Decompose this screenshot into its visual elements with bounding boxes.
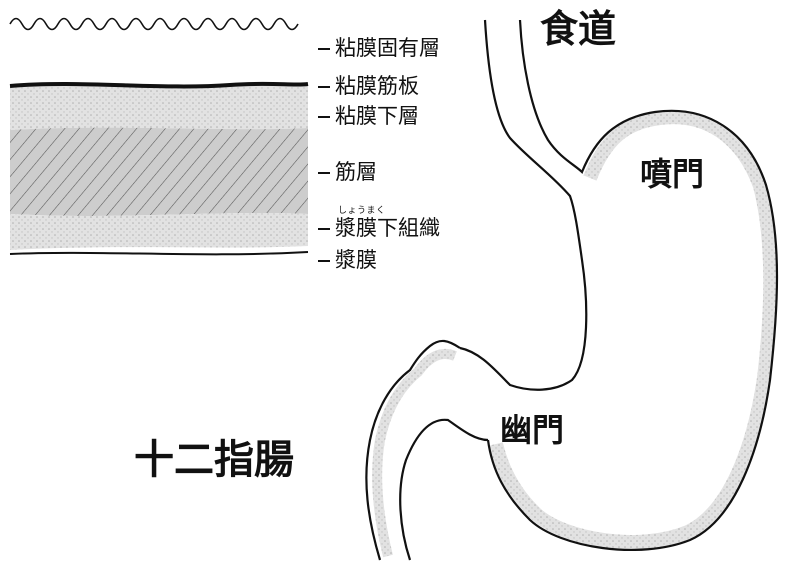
label-mucosa-propria-text: 粘膜固有層 [335, 36, 440, 60]
leader-line [318, 86, 330, 88]
label-submucosa-text: 粘膜下層 [335, 104, 419, 128]
label-subserosa-ruby: しょうまく [338, 203, 386, 216]
leader-line [318, 172, 330, 174]
label-cardia: 噴門 [640, 158, 704, 190]
stomach-shape [366, 20, 777, 560]
muscle-band [10, 128, 308, 216]
label-subserosa: 漿膜下組織 [318, 218, 440, 239]
label-duodenum: 十二指腸 [134, 440, 294, 480]
serosa-line [10, 252, 308, 254]
label-muscle-layer: 筋層 [318, 162, 377, 183]
leader-line [318, 260, 330, 262]
subserosa-band [10, 213, 308, 250]
leader-line [318, 48, 330, 50]
label-mucosa-propria: 粘膜固有層 [318, 38, 440, 59]
leader-line [318, 116, 330, 118]
label-pylorus: 幽門 [500, 414, 564, 446]
label-muscularis-mucosae: 粘膜筋板 [318, 76, 419, 97]
label-serosa: 漿膜 [318, 250, 377, 271]
submucosa-band [10, 84, 308, 130]
label-submucosa: 粘膜下層 [318, 106, 419, 127]
mucosa-wave [10, 19, 298, 30]
stomach-body [366, 20, 777, 560]
label-esophagus: 食道 [540, 10, 616, 48]
label-serosa-text: 漿膜 [335, 248, 377, 272]
label-muscle-layer-text: 筋層 [335, 160, 377, 184]
label-subserosa-text: 漿膜下組織 [335, 216, 440, 240]
label-muscularis-mucosae-text: 粘膜筋板 [335, 74, 419, 98]
wall-layers [10, 19, 308, 255]
leader-line [318, 228, 330, 230]
